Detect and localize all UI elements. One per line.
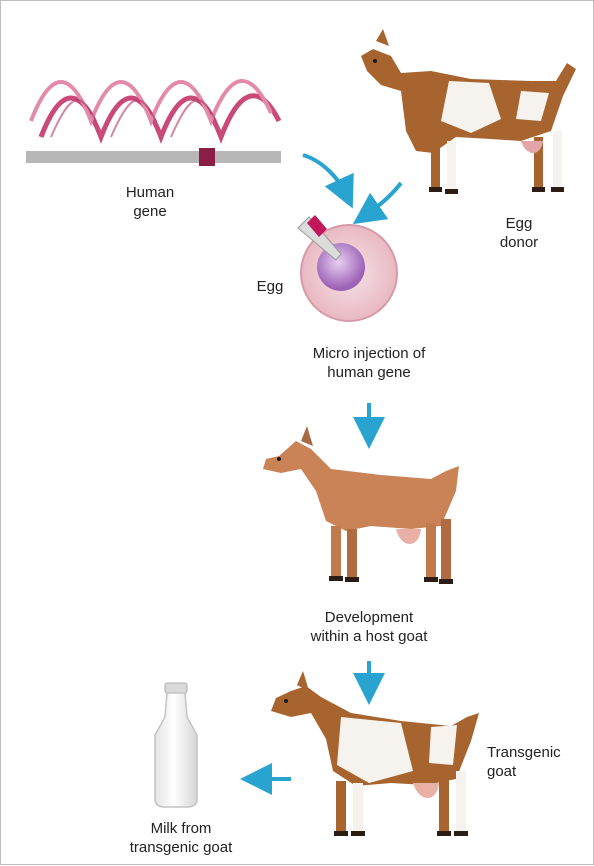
label-development: Development within a host goat	[281, 608, 457, 646]
label-micro-injection: Micro injection of human gene	[276, 344, 462, 382]
arrow-gene-to-egg	[303, 155, 346, 194]
label-egg-donor: Egg donor	[479, 214, 559, 252]
host-goat-icon	[263, 426, 459, 584]
arrow-donor-to-egg	[366, 183, 401, 215]
milk-bottle-icon	[155, 683, 197, 807]
label-transgenic-goat: Transgenic goat	[487, 743, 587, 781]
label-milk: Milk from transgenic goat	[101, 819, 261, 857]
dna-helix-icon	[31, 81, 279, 137]
human-gene-marker	[199, 148, 215, 166]
egg-donor-goat-icon	[361, 29, 576, 194]
transgenic-goat-icon	[271, 671, 479, 836]
label-human-gene: Human gene	[105, 183, 195, 221]
gene-bar	[26, 151, 281, 163]
label-egg: Egg	[247, 277, 293, 296]
